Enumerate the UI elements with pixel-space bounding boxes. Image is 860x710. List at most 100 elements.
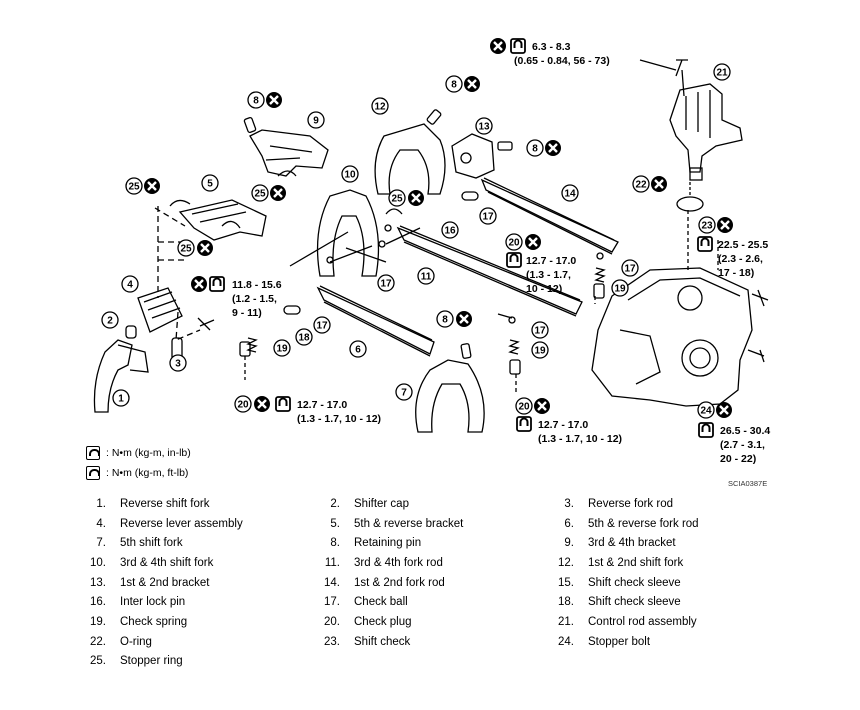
- torque-icon: [697, 236, 713, 252]
- x-icon: [252, 394, 272, 414]
- callout-7: 7: [401, 388, 407, 399]
- svg-text:(1.3 - 1.7, 10 - 12): (1.3 - 1.7, 10 - 12): [297, 413, 381, 425]
- parts-row: 1.Reverse shift fork 2.Shifter cap 3.Rev…: [70, 494, 790, 514]
- part-entry: 3.Reverse fork rod: [564, 497, 674, 510]
- figure-code: SCIA0387E: [728, 479, 768, 488]
- part-entry: 12.1st & 2nd shift fork: [558, 556, 684, 569]
- part-entry: 23.Shift check: [324, 635, 411, 648]
- part-entry: 24.Stopper bolt: [558, 635, 651, 648]
- x-icon: [715, 215, 735, 235]
- part-entry: 19.Check spring: [90, 615, 188, 628]
- part-entry: 18.Shift check sleeve: [558, 596, 681, 609]
- callout-8c: 8: [532, 144, 538, 155]
- callout-17d: 17: [624, 264, 636, 275]
- part-entry: 22.O-ring: [90, 635, 152, 648]
- callout-9: 9: [313, 116, 319, 127]
- legend-ft-lb: : N•m (kg-m, ft-lb): [86, 466, 188, 480]
- torque-icon: [510, 38, 526, 54]
- torque-ft-lb-icon: [86, 466, 100, 480]
- torque-icon: [209, 276, 225, 292]
- callout-17c: 17: [316, 321, 328, 332]
- callout-10: 10: [344, 170, 356, 181]
- svg-text:(1.3 - 1.7, 10 - 12): (1.3 - 1.7, 10 - 12): [538, 433, 622, 445]
- callout-17b: 17: [380, 279, 392, 290]
- parts-row: 16.Inter lock pin 17.Check ball 18.Shift…: [70, 592, 790, 612]
- callout-19a: 19: [276, 344, 288, 355]
- callout-5: 5: [207, 179, 213, 190]
- first-second-fork-rod-shape: [480, 178, 619, 253]
- svg-text:(0.65 - 0.84, 56 - 73): (0.65 - 0.84, 56 - 73): [514, 55, 610, 67]
- callout-4: 4: [127, 280, 133, 291]
- part-entry: 2.Shifter cap: [330, 497, 409, 510]
- torque-in-lb-icon: [86, 446, 100, 460]
- parts-list: 1.Reverse shift fork 2.Shifter cap 3.Rev…: [70, 494, 790, 671]
- svg-text:(2.7 - 3.1,: (2.7 - 3.1,: [720, 439, 765, 451]
- parts-row: 25.Stopper ring: [70, 652, 790, 672]
- x-icon: [649, 174, 669, 194]
- part-entry: 17.Check ball: [324, 596, 408, 609]
- part-entry: 8.Retaining pin: [330, 537, 422, 550]
- x-icon: [462, 74, 482, 94]
- part-entry: 6.5th & reverse fork rod: [564, 517, 699, 530]
- legend-in-lb: : N•m (kg-m, in-lb): [86, 446, 191, 460]
- svg-text:(2.3 - 2.6,: (2.3 - 2.6,: [718, 253, 763, 265]
- callout-20a: 20: [237, 400, 249, 411]
- callout-14: 14: [564, 189, 576, 200]
- parts-row: 4.Reverse lever assembly 5.5th & reverse…: [70, 514, 790, 534]
- callout-8b: 8: [451, 80, 457, 91]
- part-entry: 20.Check plug: [324, 615, 412, 628]
- torque-stopper-bolt: 26.5 - 30.4: [720, 425, 770, 437]
- svg-text:(1.3 - 1.7,: (1.3 - 1.7,: [526, 269, 571, 281]
- parts-row: 10.3rd & 4th shift fork 11.3rd & 4th for…: [70, 553, 790, 573]
- parts-row: 13.1st & 2nd bracket 14.1st & 2nd fork r…: [70, 573, 790, 593]
- torque-icon: [698, 422, 714, 438]
- callout-20c: 20: [518, 402, 530, 413]
- x-icon: [189, 274, 209, 294]
- x-icon: [543, 138, 563, 158]
- part-entry: 10.3rd & 4th shift fork: [90, 556, 214, 569]
- svg-text:9 - 11): 9 - 11): [232, 307, 262, 319]
- parts-row: 22.O-ring 23.Shift check 24.Stopper bolt: [70, 632, 790, 652]
- callout-19b: 19: [614, 284, 626, 295]
- part-entry: 1.Reverse shift fork: [96, 497, 210, 510]
- part-entry: 13.1st & 2nd bracket: [90, 576, 210, 589]
- callout-2: 2: [107, 316, 113, 327]
- svg-text:(1.2 - 1.5,: (1.2 - 1.5,: [232, 293, 277, 305]
- callout-24: 24: [700, 406, 712, 417]
- callout-16: 16: [444, 226, 456, 237]
- callout-25d: 25: [391, 194, 403, 205]
- callout-3: 3: [175, 359, 181, 370]
- svg-text:10 - 12): 10 - 12): [526, 283, 562, 295]
- callout-8a: 8: [253, 96, 259, 107]
- torque-labels: 6.3 - 8.3 (0.65 - 0.84, 56 - 73) 11.8 - …: [209, 38, 770, 465]
- first-second-shift-fork-shape: [374, 123, 446, 195]
- fifth-shift-fork-shape: [415, 359, 485, 433]
- callout-23: 23: [701, 221, 713, 232]
- callout-25c: 25: [254, 189, 266, 200]
- torque-shift-check: 22.5 - 25.5: [718, 239, 768, 251]
- svg-text:17 - 18): 17 - 18): [718, 267, 754, 279]
- torque-reverse-lever: 11.8 - 15.6: [232, 279, 282, 291]
- callout-22: 22: [635, 180, 647, 191]
- torque-check-plug-right: 12.7 - 17.0: [538, 419, 588, 431]
- fifth-reverse-fork-rod-shape: [316, 286, 435, 355]
- callout-18: 18: [298, 333, 310, 344]
- torque-icon: [516, 416, 532, 432]
- callout-1: 1: [118, 394, 124, 405]
- part-entry: 4.Reverse lever assembly: [96, 517, 243, 530]
- callout-numbers: 1 2 3 4 5 6 7 8 8 8 8 9 10 11 12 13 14 1…: [101, 63, 731, 419]
- x-icon: [406, 188, 426, 208]
- part-entry: 11.3rd & 4th fork rod: [324, 556, 443, 569]
- control-rod-assembly-shape: [669, 83, 743, 173]
- callout-17a: 17: [482, 212, 494, 223]
- exploded-diagram: 1 2 3 4 5 6 7 8 8 8 8 9 10 11 12 13 14 1…: [93, 36, 770, 465]
- callout-21: 21: [716, 68, 728, 79]
- callout-12: 12: [374, 102, 386, 113]
- third-fourth-bracket-shape: [249, 129, 329, 177]
- torque-check-plug-upper: 12.7 - 17.0: [526, 255, 576, 267]
- x-icon: [268, 183, 288, 203]
- x-icon: [714, 400, 734, 420]
- transmission-case-shape: [591, 267, 753, 407]
- part-entry: 7.5th shift fork: [96, 537, 183, 550]
- x-icon: [454, 309, 474, 329]
